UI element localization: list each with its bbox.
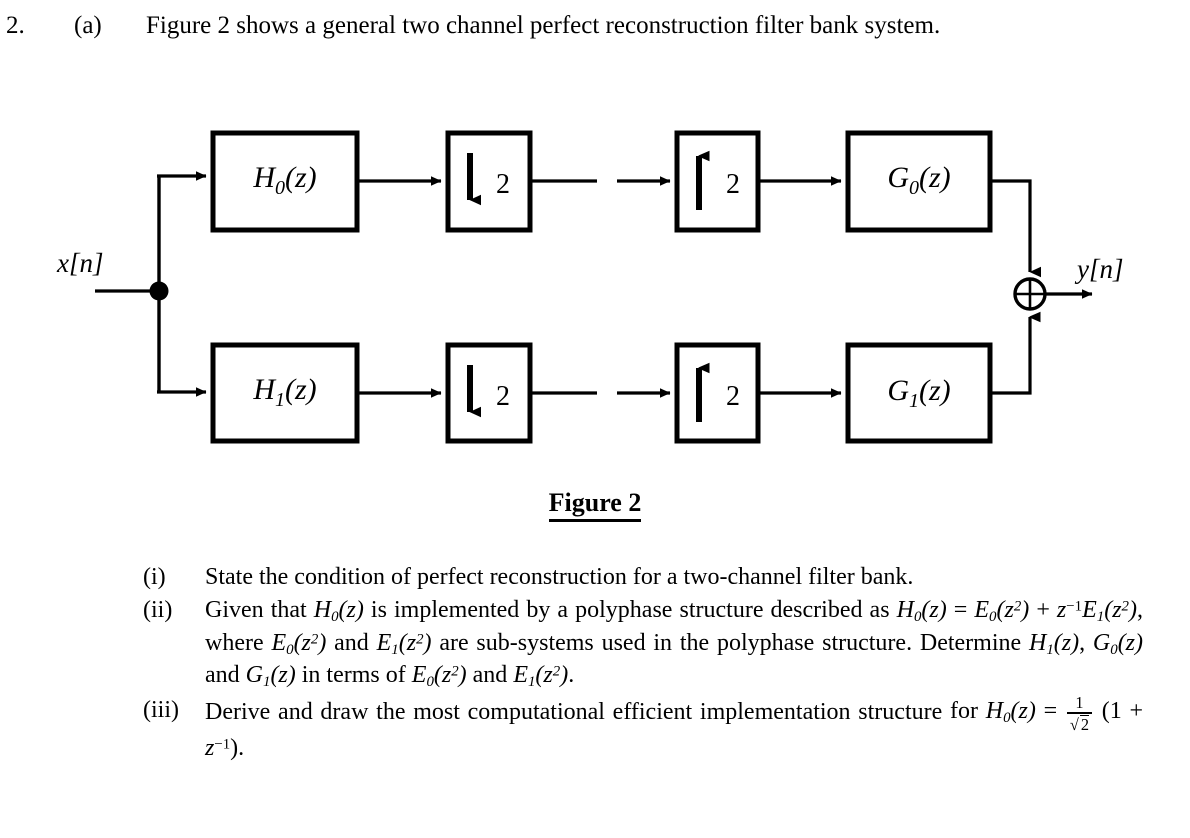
upsampler-bottom-factor: 2 <box>726 381 740 412</box>
input-signal-label: x[n] <box>56 248 104 278</box>
output-signal-label: y[n] <box>1074 254 1124 284</box>
subquestion-marker: (ii) <box>143 597 173 624</box>
wire-g0-to-adder <box>990 179 1041 278</box>
split-node-dot <box>149 281 169 301</box>
figure-caption-text: Figure 2 <box>548 488 642 522</box>
block-downsampler-bottom[interactable] <box>445 342 533 444</box>
subquestion-body: State the condition of perfect reconstru… <box>205 564 914 590</box>
block-h0[interactable] <box>210 130 360 233</box>
subquestion-body: Given that H0(z) is implemented by a pol… <box>205 597 1144 691</box>
block-g0[interactable] <box>845 130 993 233</box>
subquestion-marker: (i) <box>143 564 166 590</box>
subquestion-item: (i) State the condition of perfect recon… <box>143 562 1143 593</box>
subquestion-item: (iii) Derive and draw the most computati… <box>143 692 1144 765</box>
question-number: 2. <box>6 12 25 39</box>
one-over-sqrt-two-fraction: 1 √2 <box>1066 694 1092 733</box>
figure-caption: Figure 2 <box>0 488 1190 522</box>
block-h0-label: H0(z) <box>252 161 316 199</box>
downsampler-bottom-factor: 2 <box>496 381 510 412</box>
input-signal-group <box>95 171 207 397</box>
block-upsampler-top[interactable] <box>674 130 761 233</box>
analysis-branch-bottom: H1(z) 2 2 G1(z) <box>210 317 1030 444</box>
summing-junction-group <box>1013 277 1093 311</box>
subquestion-list: (i) State the condition of perfect recon… <box>143 562 1143 766</box>
subquestion-marker: (iii) <box>143 696 179 723</box>
block-upsampler-bottom[interactable] <box>674 342 761 444</box>
subquestion-item: (ii) Given that H0(z) is implemented by … <box>143 595 1143 692</box>
block-h1-label: H1(z) <box>252 373 316 411</box>
downsampler-top-factor: 2 <box>496 169 510 200</box>
subquestion-body: Derive and draw the most computational e… <box>205 692 1144 762</box>
block-h1[interactable] <box>210 342 360 444</box>
analysis-branch-top: H0(z) 2 2 G0(z) <box>210 130 1041 278</box>
block-g0-label: G0(z) <box>887 161 950 199</box>
block-g1-label: G1(z) <box>887 374 950 412</box>
question-prompt: Figure 2 shows a general two channel per… <box>146 12 941 39</box>
wire-g1-to-adder <box>990 317 1030 395</box>
upsampler-top-factor: 2 <box>726 169 740 200</box>
question-header: 2. (a) Figure 2 shows a general two chan… <box>0 12 1190 52</box>
filter-bank-diagram: H0(z) 2 2 G0(z) H1(z <box>0 100 1190 470</box>
question-part-label: (a) <box>74 12 102 39</box>
block-downsampler-top[interactable] <box>445 130 533 233</box>
